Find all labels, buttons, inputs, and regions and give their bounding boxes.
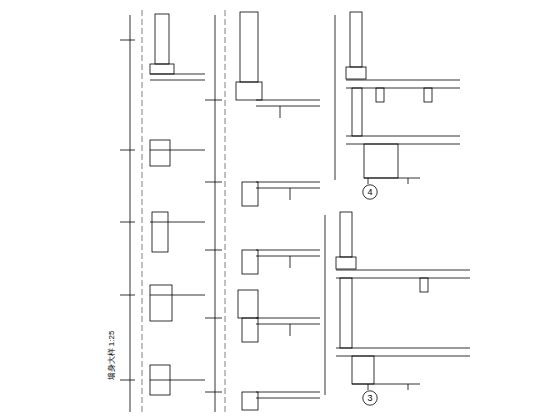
detail-number: 3 (367, 393, 372, 403)
detail-number: 4 (367, 187, 372, 197)
detail-bubble: 3 (362, 390, 378, 406)
detail-bubble: 4 (362, 184, 378, 200)
drawing-caption: 墙身大样 1:25 (106, 330, 117, 380)
